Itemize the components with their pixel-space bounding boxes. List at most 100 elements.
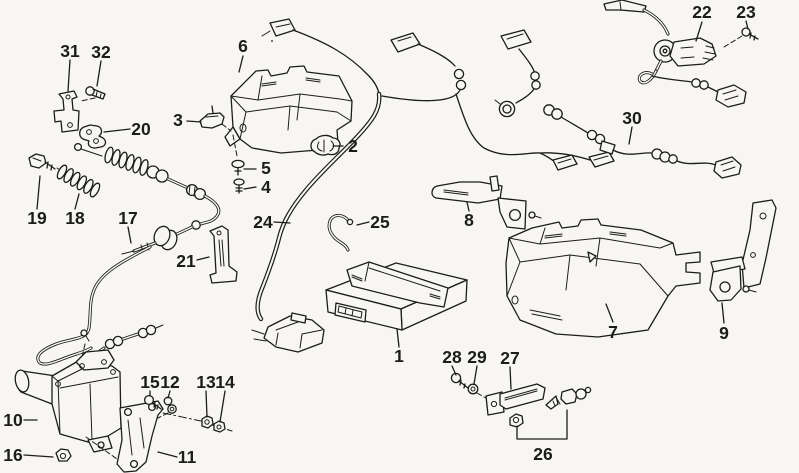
part-label-28: 28 — [442, 347, 462, 367]
leader-line-14 — [219, 390, 226, 423]
part-label-8: 8 — [464, 210, 474, 230]
leader-line-28 — [451, 365, 457, 376]
leader-lines — [23, 20, 749, 458]
leader-line-11 — [157, 451, 178, 458]
nut-16 — [55, 448, 72, 462]
leader-line-23 — [745, 20, 749, 30]
cable-grommet — [153, 225, 178, 251]
leader-line-32 — [96, 60, 102, 87]
grommet-2 — [310, 134, 341, 156]
part-label-6: 6 — [238, 36, 248, 56]
bracket-21 — [209, 225, 238, 284]
bolt-15 — [143, 394, 162, 410]
leader-line-1 — [396, 328, 400, 348]
part-label-20: 20 — [131, 119, 151, 139]
bolt-28 — [450, 372, 469, 389]
leader-line-7 — [605, 303, 614, 323]
harness-connector — [500, 29, 532, 50]
leader-line-26 — [516, 409, 568, 440]
part-label-27: 27 — [500, 348, 519, 368]
round-connector — [494, 99, 516, 118]
harness-connector — [599, 140, 616, 155]
part-label-14: 14 — [215, 372, 235, 392]
leader-line-19 — [36, 175, 41, 210]
cable-adjuster — [185, 183, 207, 201]
clip-3 — [199, 105, 238, 157]
control-unit-1 — [325, 261, 468, 331]
leader-line-25 — [356, 221, 370, 226]
screw-4 — [233, 178, 245, 194]
part-label-9: 9 — [719, 323, 729, 343]
leader-line-27 — [509, 366, 512, 390]
harness-connector — [713, 156, 742, 179]
leader-line-3 — [186, 120, 202, 123]
bracket-9 — [709, 199, 777, 302]
leader-line-12 — [167, 390, 171, 399]
part-label-2: 2 — [348, 136, 358, 156]
part-label-30: 30 — [622, 108, 642, 128]
leader-line-4 — [243, 186, 257, 190]
bolt-23 — [723, 27, 759, 48]
switch-assembly-22 — [603, 0, 747, 108]
part-label-23: 23 — [736, 2, 756, 22]
bracket-8 — [431, 175, 542, 230]
bracket-27 — [485, 383, 546, 416]
part-label-25: 25 — [370, 212, 390, 232]
part-label-7: 7 — [608, 322, 618, 342]
leader-line-31 — [67, 59, 71, 92]
holder-bracket-6 — [224, 65, 353, 154]
part-label-15: 15 — [140, 372, 160, 392]
bolt-19 — [28, 153, 56, 171]
clip-20 — [79, 124, 107, 149]
leader-line-30 — [628, 126, 633, 145]
harness-connector — [715, 84, 747, 108]
bracket-31 — [53, 90, 80, 133]
main-connector — [251, 312, 325, 353]
part-label-19: 19 — [27, 208, 47, 228]
nut-26 — [509, 413, 524, 428]
round-connector — [543, 104, 563, 120]
mounting-strap — [346, 261, 449, 308]
leader-line-29 — [473, 365, 478, 385]
harness-sleeve — [651, 148, 678, 164]
part-label-17: 17 — [118, 208, 137, 228]
leader-line-21 — [196, 256, 210, 261]
harness-connector — [390, 32, 421, 53]
holder-bracket-7 — [505, 218, 701, 338]
part-label-29: 29 — [467, 347, 487, 367]
actuator-10 — [14, 349, 122, 460]
leader-line-13 — [205, 390, 208, 418]
screw-32 — [80, 86, 106, 102]
part-label-5: 5 — [261, 158, 271, 178]
part-label-26: 26 — [533, 444, 553, 464]
part-label-18: 18 — [65, 208, 85, 228]
cable-conduit-24 — [251, 91, 382, 353]
nut-14 — [213, 420, 226, 433]
part-label-16: 16 — [3, 445, 23, 465]
spring-18 — [56, 164, 101, 198]
screw-12 — [157, 396, 177, 419]
part-label-24: 24 — [253, 212, 273, 232]
nut-13 — [201, 415, 214, 429]
bracket-11 — [116, 400, 233, 473]
harness-connector — [269, 18, 296, 37]
part-label-32: 32 — [91, 42, 111, 62]
leader-line-20 — [103, 128, 131, 133]
leader-line-18 — [74, 193, 80, 210]
part-label-4: 4 — [261, 177, 271, 197]
part-label-31: 31 — [60, 41, 80, 61]
leader-line-24 — [273, 221, 291, 224]
hook-clip-25 — [327, 213, 354, 252]
part-label-12: 12 — [160, 372, 180, 392]
leader-line-9 — [721, 302, 725, 324]
cable-barrel — [146, 165, 169, 183]
part-label-21: 21 — [176, 251, 196, 271]
washer-29 — [467, 383, 487, 399]
throttle-cable-17 — [36, 142, 221, 389]
harness-sleeve — [530, 71, 541, 90]
ecu-socket — [334, 302, 367, 323]
leader-line-6 — [238, 55, 244, 73]
screw-5 — [231, 159, 245, 176]
